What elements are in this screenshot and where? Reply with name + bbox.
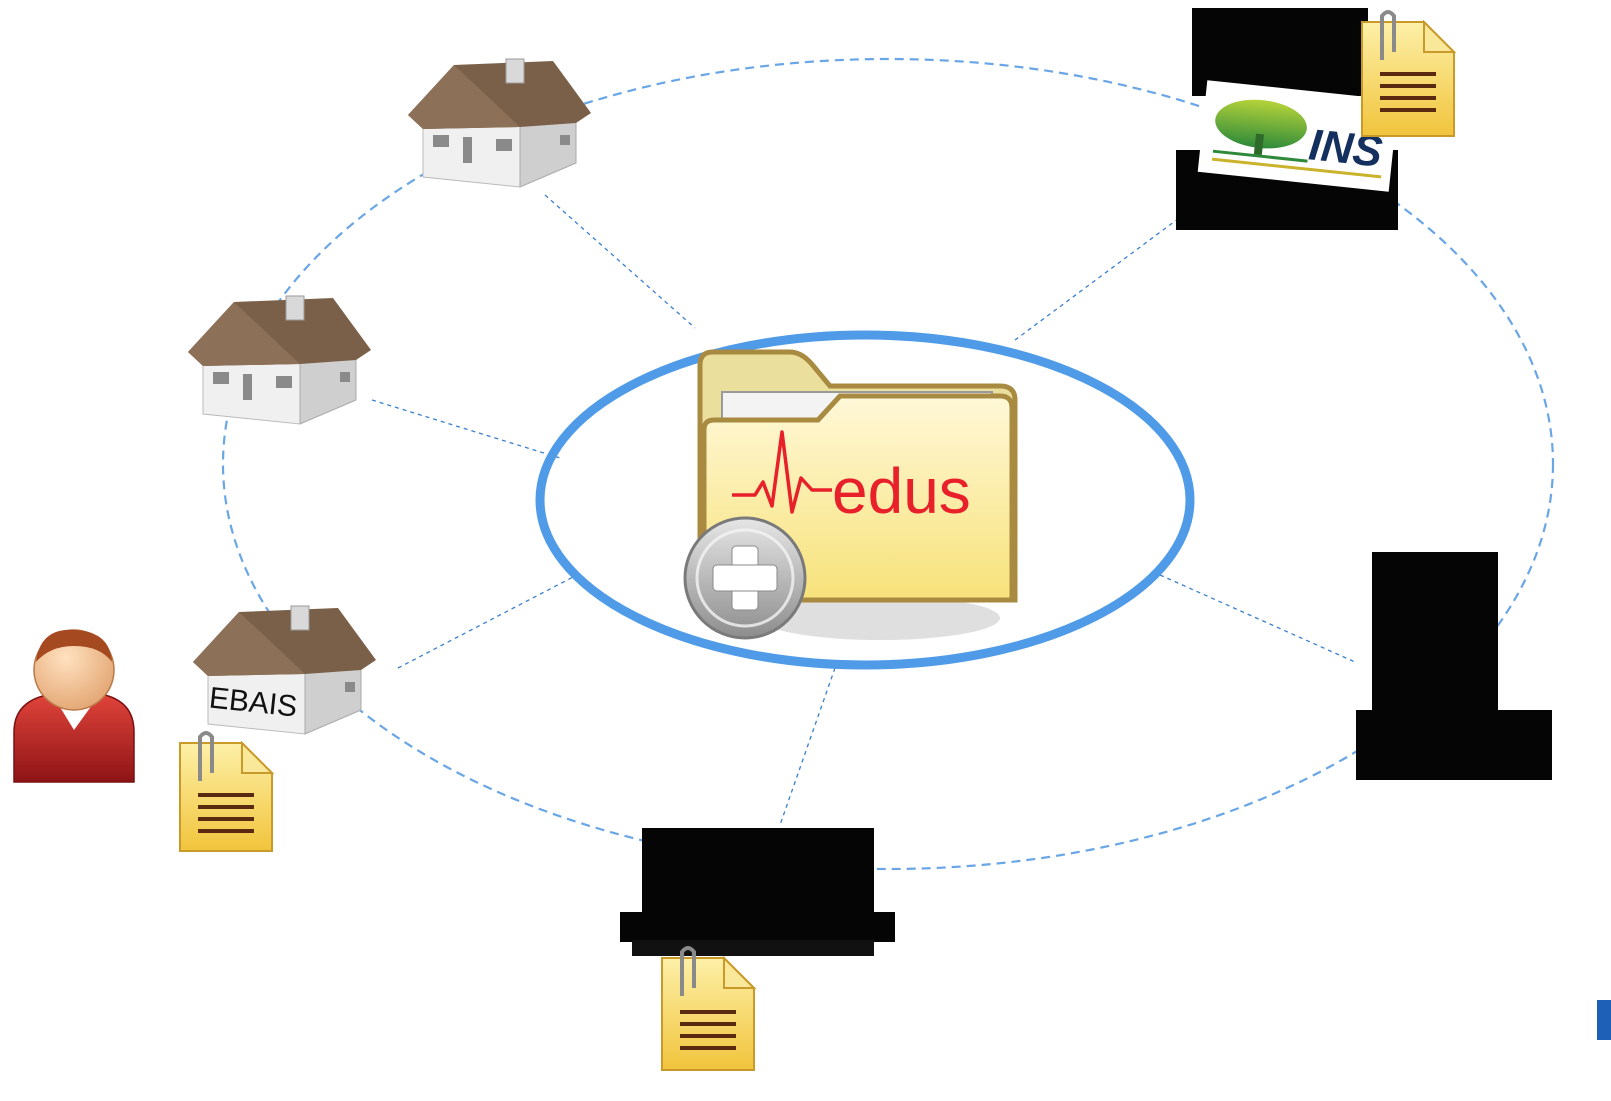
add-badge-icon bbox=[683, 516, 807, 640]
connector-right-server bbox=[1159, 574, 1356, 663]
medical-folder-icon: edus bbox=[683, 349, 1018, 640]
connector-house-mid bbox=[371, 399, 561, 459]
connector-lines bbox=[371, 194, 1356, 826]
connector-bottom-server bbox=[779, 667, 836, 826]
house-icon bbox=[188, 295, 371, 425]
connector-house-top bbox=[544, 194, 696, 329]
document-icon bbox=[179, 731, 275, 852]
outer-network-ring bbox=[221, 57, 1555, 871]
document-icon bbox=[1361, 10, 1457, 137]
connector-insurer bbox=[1014, 209, 1191, 341]
heartbeat-icon bbox=[732, 430, 832, 514]
server-icon bbox=[1356, 552, 1552, 780]
house-icon bbox=[408, 58, 591, 188]
user-icon bbox=[13, 629, 135, 783]
central-system-ring bbox=[535, 330, 1195, 670]
paperclip-icon bbox=[680, 946, 696, 996]
insurer-server-icon: INS bbox=[1176, 8, 1399, 230]
document-icon bbox=[661, 946, 757, 1071]
paperclip-icon bbox=[1380, 10, 1396, 60]
server-icon bbox=[620, 828, 895, 956]
clinic-icon: EBAIS bbox=[193, 605, 376, 735]
corner-mark bbox=[1597, 1000, 1611, 1040]
paperclip-icon bbox=[198, 731, 214, 781]
connector-clinic bbox=[397, 575, 576, 669]
center-logo-text: edus bbox=[832, 455, 971, 527]
